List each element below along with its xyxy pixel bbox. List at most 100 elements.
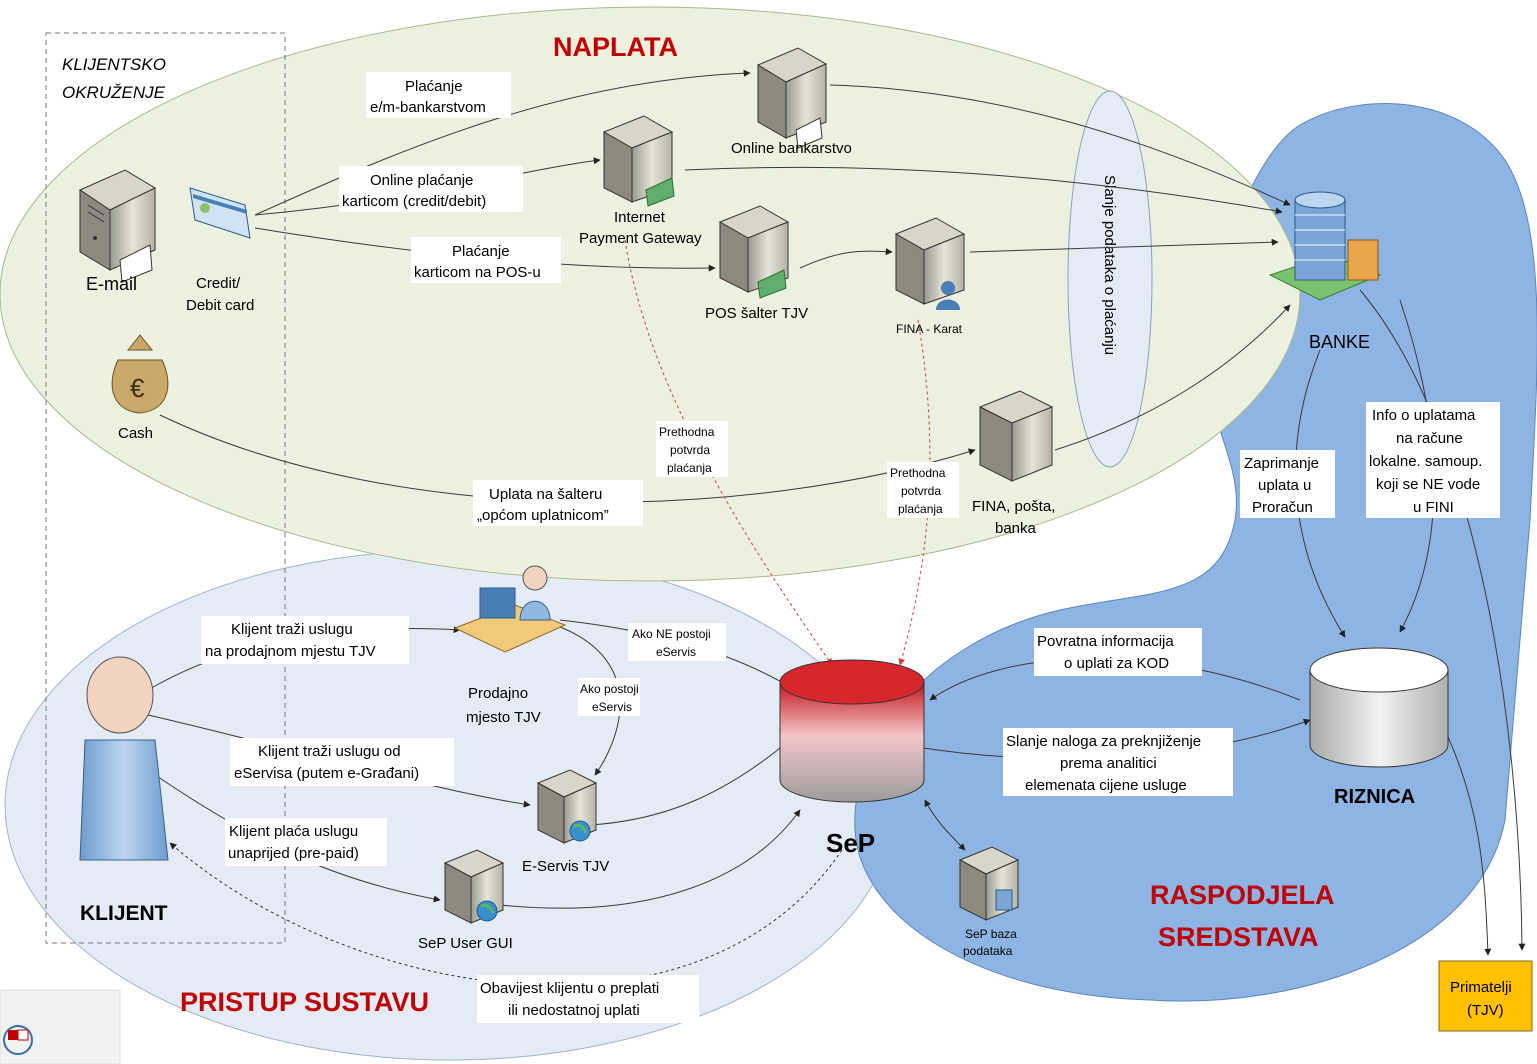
svg-text:Online plaćanje: Online plaćanje — [370, 172, 473, 189]
svg-text:lokalne. samoup.: lokalne. samoup. — [1369, 453, 1482, 470]
client-environment-box — [45, 32, 286, 944]
svg-text:Ako postoji: Ako postoji — [580, 682, 639, 696]
label-placanje-ebank: Plaćanje e/m-bankarstvom — [366, 72, 511, 118]
svg-text:Plaćanje: Plaćanje — [405, 78, 463, 95]
svg-text:Klijent plaća uslugu: Klijent plaća uslugu — [229, 823, 358, 840]
primatelji-box — [1438, 960, 1533, 1032]
svg-text:Info o uplatama: Info o uplatama — [1372, 407, 1476, 424]
payment-gateway-label-2: Payment Gateway — [579, 230, 702, 247]
svg-text:eServisa (putem e-Građani): eServisa (putem e-Građani) — [234, 765, 419, 782]
fina-posta-label-1: FINA, pošta, — [972, 498, 1055, 515]
svg-text:eServis: eServis — [656, 645, 696, 659]
fina-posta-server-icon — [978, 390, 1054, 482]
naplata-region — [0, 6, 1301, 582]
sep-db-label-2: podataka — [963, 944, 1013, 958]
cash-label: Cash — [118, 425, 153, 442]
svg-text:eServis: eServis — [592, 700, 632, 714]
pos-server-icon — [718, 205, 790, 299]
label-uplata-salter: Uplata na šalteru „općom uplatnicom” — [473, 480, 643, 526]
svg-text:elemenata cijene usluge: elemenata cijene usluge — [1025, 777, 1187, 794]
svg-text:potvrda: potvrda — [670, 443, 710, 457]
svg-text:Uplata na šalteru: Uplata na šalteru — [489, 486, 602, 503]
svg-text:Proračun: Proračun — [1252, 499, 1313, 516]
label-online-kartica: Online plaćanje karticom (credit/debit) — [339, 166, 523, 212]
label-info-uplatama: Info o uplatama na račune lokalne. samou… — [1366, 402, 1500, 518]
svg-text:Prethodna: Prethodna — [890, 466, 946, 480]
email-label: E-mail — [86, 274, 137, 294]
card-label-1: Credit/ — [196, 275, 241, 292]
label-klijent-prepaid: Klijent plaća uslugu unaprijed (pre-paid… — [225, 818, 387, 866]
pristup-title: PRISTUP SUSTAVU — [180, 987, 429, 1017]
svg-text:Klijent traži uslugu od: Klijent traži uslugu od — [258, 743, 401, 760]
svg-text:Plaćanje: Plaćanje — [452, 243, 510, 260]
raspodjela-title-2: SREDSTAVA — [1158, 922, 1319, 952]
sep-label: SeP — [826, 828, 875, 858]
card-label-2: Debit card — [186, 297, 254, 314]
banke-label: BANKE — [1309, 332, 1370, 352]
svg-text:na prodajnom mjestu TJV: na prodajnom mjestu TJV — [205, 643, 376, 660]
label-pos-kartica: Plaćanje karticom na POS-u — [411, 237, 561, 283]
svg-text:u FINI: u FINI — [1413, 499, 1454, 516]
payment-gateway-server-icon — [602, 115, 675, 207]
primatelji-label-1: Primatelji — [1450, 979, 1512, 996]
eservis-server-icon — [536, 769, 598, 844]
credit-card-icon — [189, 187, 251, 239]
client-environment-label-2: OKRUŽENJE — [62, 83, 166, 102]
svg-text:ili nedostatnoj uplati: ili nedostatnoj uplati — [508, 1002, 640, 1019]
svg-text:potvrda: potvrda — [901, 484, 941, 498]
fina-posta-label-2: banka — [995, 520, 1037, 537]
label-klijent-eservis: Klijent traži uslugu od eServisa (putem … — [230, 738, 454, 786]
svg-text:€: € — [130, 373, 145, 403]
label-prethodna-2: Prethodna potvrda plaćanja — [887, 462, 959, 518]
svg-text:Slanje naloga za preknjiženje: Slanje naloga za preknjiženje — [1006, 733, 1201, 750]
prodajno-label-1: Prodajno — [468, 685, 528, 702]
bank-building-icon — [1268, 191, 1382, 301]
email-server-icon — [78, 169, 157, 283]
fina-karat-server-icon — [894, 217, 966, 310]
primatelji-label-2: (TJV) — [1467, 1002, 1504, 1019]
riznica-database-icon — [1309, 647, 1449, 768]
riznica-label: RIZNICA — [1334, 786, 1415, 808]
svg-text:Ako NE postoji: Ako NE postoji — [632, 627, 711, 641]
client-environment-label-1: KLIJENTSKO — [62, 55, 166, 74]
label-zaprimanje: Zaprimanje uplata u Proračun — [1240, 450, 1335, 518]
svg-text:prema analitici: prema analitici — [1060, 755, 1157, 772]
svg-text:e/m-bankarstvom: e/m-bankarstvom — [370, 99, 486, 116]
label-ako-ne-postoji: Ako NE postoji eServis — [628, 623, 726, 661]
online-banking-label: Online bankarstvo — [731, 140, 852, 157]
label-klijent-prodajno: Klijent traži uslugu na prodajnom mjestu… — [201, 616, 409, 664]
svg-text:unaprijed (pre-paid): unaprijed (pre-paid) — [228, 845, 359, 862]
svg-text:o uplati za KOD: o uplati za KOD — [1064, 655, 1169, 672]
sales-desk-icon — [453, 565, 567, 653]
slanje-podataka-label: Slanje podataka o plaćanju — [1101, 175, 1118, 355]
naplata-title: NAPLATA — [553, 32, 678, 62]
government-logo — [0, 989, 121, 1064]
payment-gateway-label-1: Internet — [614, 209, 666, 226]
online-banking-server-icon — [756, 47, 828, 149]
svg-text:Klijent traži uslugu: Klijent traži uslugu — [231, 621, 353, 638]
svg-text:na račune: na račune — [1396, 430, 1463, 447]
label-prethodna-1: Prethodna potvrda plaćanja — [656, 421, 728, 477]
obavijest-line — [169, 842, 843, 986]
pos-label: POS šalter TJV — [705, 305, 808, 322]
svg-text:plaćanja: plaćanja — [898, 502, 943, 516]
prethodna-line-1 — [624, 239, 833, 666]
svg-text:„općom uplatnicom”: „općom uplatnicom” — [477, 507, 609, 524]
sep-gui-server-icon — [443, 849, 505, 924]
svg-text:uplata u: uplata u — [1258, 477, 1311, 494]
svg-text:karticom na POS-u: karticom na POS-u — [414, 264, 541, 281]
svg-text:Obavijest klijentu o preplati: Obavijest klijentu o preplati — [480, 980, 659, 997]
cash-bag-icon: € — [111, 334, 169, 414]
svg-text:koji se NE vode: koji se NE vode — [1376, 476, 1480, 493]
prodajno-label-2: mjesto TJV — [466, 709, 541, 726]
sep-database-icon — [779, 659, 925, 803]
label-obavijest: Obavijest klijentu o preplati ili nedost… — [477, 975, 699, 1023]
svg-text:karticom (credit/debit): karticom (credit/debit) — [342, 193, 486, 210]
svg-text:Zaprimanje: Zaprimanje — [1244, 455, 1319, 472]
svg-text:plaćanja: plaćanja — [667, 461, 712, 475]
sep-db-label-1: SeP baza — [965, 927, 1017, 941]
slanje-podataka-ellipse — [1067, 90, 1153, 468]
klijent-label: KLIJENT — [80, 902, 168, 925]
fina-karat-label: FINA - Karat — [896, 322, 963, 336]
